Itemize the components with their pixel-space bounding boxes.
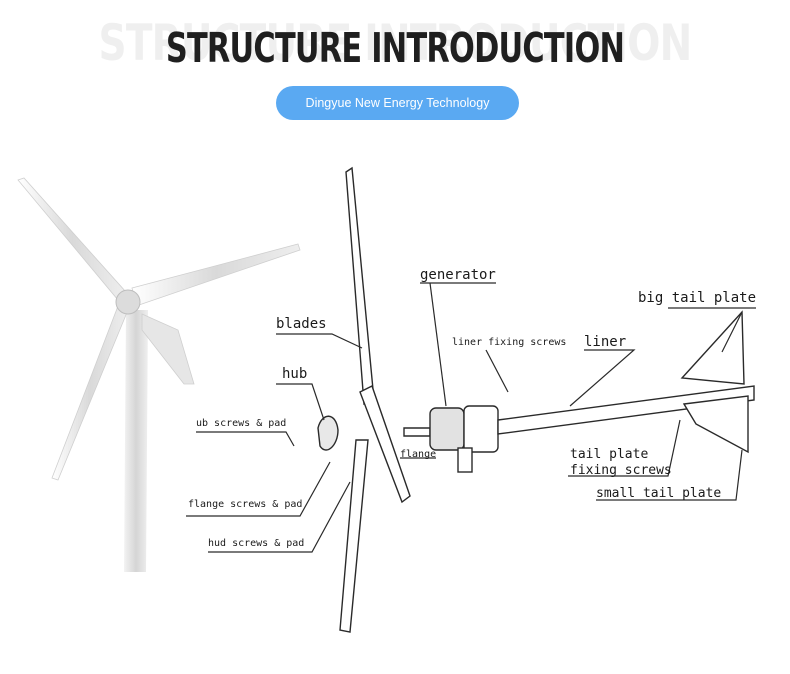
ghost-title: STRUCTURE INTRODUCTION	[98, 14, 693, 72]
label-hub: hub	[282, 366, 307, 382]
leader-generator	[429, 282, 447, 407]
blade-right	[131, 243, 301, 307]
blade-upper	[17, 177, 127, 301]
nacelle-hub	[115, 289, 141, 315]
leader-small-tail	[596, 449, 743, 501]
upper-blade-part	[345, 166, 375, 406]
label-tail-plate-line1: tail plate	[570, 447, 648, 462]
big-tail-plate-part	[680, 310, 745, 385]
hub-part	[317, 415, 339, 451]
generator-part	[429, 407, 465, 451]
label-flange-screws-pad: flange screws & pad	[188, 499, 302, 510]
exploded-drawing	[317, 166, 755, 633]
label-liner-fixing-screws: liner fixing screws	[452, 337, 566, 348]
flange-shaft	[403, 427, 431, 437]
label-liner: liner	[584, 334, 626, 350]
leader-bigtail	[721, 311, 743, 353]
leader-liner-screws	[485, 349, 509, 393]
label-tail-plate-line2: fixing screws	[570, 463, 672, 478]
tower	[124, 310, 148, 572]
tail-vane	[141, 313, 195, 385]
right-blade-part	[359, 385, 411, 504]
leader-hub	[276, 383, 325, 421]
leader-liner	[569, 349, 636, 407]
part-labels: generator big tail plate blades liner fi…	[188, 267, 756, 549]
generator-mount	[457, 447, 473, 473]
leader-lines	[186, 282, 756, 553]
label-generator: generator	[420, 267, 496, 283]
leader-blades	[276, 333, 363, 349]
label-hub-screws-pad: ub screws & pad	[196, 418, 286, 429]
leader-hud-screws	[208, 481, 351, 553]
lower-blade-part	[339, 439, 369, 633]
label-hud-screws-pad: hud screws & pad	[208, 538, 304, 549]
company-badge: Dingyue New Energy Technology	[276, 86, 519, 120]
generator-housing	[463, 405, 499, 453]
leader-hub-screws	[196, 431, 295, 447]
turbine-photo	[17, 177, 301, 572]
page-title: STRUCTURE INTRODUCTION	[165, 24, 625, 72]
label-blades: blades	[276, 316, 327, 332]
label-big-tail-plate: big tail plate	[638, 290, 756, 306]
leader-flange-screws	[186, 461, 331, 517]
blade-lower	[51, 305, 129, 481]
small-tail-plate-part	[682, 395, 749, 454]
liner-boom	[497, 385, 755, 435]
leader-tail-screws	[568, 419, 681, 477]
label-small-tail-plate: small tail plate	[596, 486, 721, 501]
label-flange: flange	[400, 449, 436, 460]
